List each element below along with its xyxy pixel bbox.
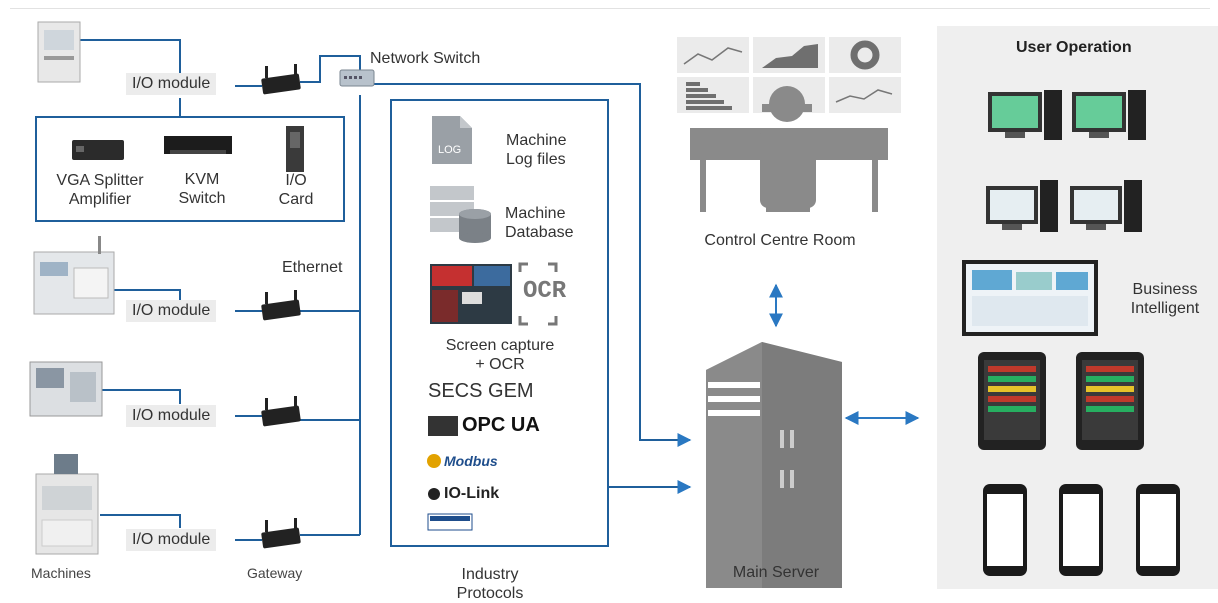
main-server-icon bbox=[706, 342, 842, 588]
log-badge: LOG bbox=[438, 144, 462, 156]
tablet-icon-1 bbox=[978, 352, 1046, 450]
gateway-icon-4 bbox=[261, 518, 301, 549]
switch-to-server-line bbox=[372, 83, 692, 447]
ocr-icon bbox=[518, 262, 558, 326]
main-server-label: Main Server bbox=[732, 564, 820, 581]
io-module-label-4: I/O module bbox=[126, 529, 217, 551]
chart-bars bbox=[686, 82, 732, 110]
machine1-connector bbox=[78, 39, 181, 74]
io-module-label-2: I/O module bbox=[126, 300, 217, 322]
machine-database-label: Machine Database bbox=[505, 205, 574, 242]
ocr-badge: OCR bbox=[523, 278, 567, 305]
gateway-icon-3 bbox=[261, 396, 301, 427]
machine-icon-1 bbox=[37, 21, 81, 83]
screen-capture-image bbox=[430, 264, 512, 324]
vga-splitter-icon bbox=[72, 140, 124, 160]
modbus-logo-icon bbox=[427, 454, 441, 468]
desktop-icon-4 bbox=[1070, 180, 1142, 232]
vga-splitter-label: VGA Splitter Amplifier bbox=[56, 172, 144, 209]
chart-line-1 bbox=[683, 47, 743, 65]
gateway-icon-2 bbox=[261, 290, 301, 321]
kvm-switch-label: KVM Switch bbox=[178, 171, 226, 208]
machine2-connector bbox=[110, 289, 181, 300]
user-operation-title: User Operation bbox=[1016, 39, 1132, 56]
io-link-label: IO-Link bbox=[444, 485, 500, 502]
gateway-label: Gateway bbox=[247, 565, 303, 581]
desktop-icon-2 bbox=[1072, 90, 1146, 140]
chart-donut bbox=[850, 40, 880, 70]
machine-icon-4 bbox=[35, 454, 99, 555]
top-frame-line bbox=[10, 8, 1210, 9]
screen-capture-label: Screen capture + OCR bbox=[445, 337, 555, 374]
phone-icon-1 bbox=[983, 484, 1027, 576]
phone-icon-3 bbox=[1136, 484, 1180, 576]
operator-desk-icon bbox=[690, 86, 888, 212]
io-module-label-1: I/O module bbox=[126, 73, 217, 95]
chart-line-2 bbox=[835, 89, 893, 103]
opc-ua-label: OPC UA bbox=[462, 414, 540, 436]
log-file-icon bbox=[432, 116, 472, 164]
io-card-label: I/O Card bbox=[278, 172, 314, 209]
machine4-connector bbox=[100, 514, 181, 528]
machine3-connector bbox=[100, 389, 181, 404]
control-centre-label: Control Centre Room bbox=[704, 232, 856, 249]
ethernet-label: Ethernet bbox=[282, 259, 343, 276]
network-switch-icon bbox=[339, 69, 375, 87]
bi-dashboard-icon bbox=[962, 260, 1098, 336]
gateway-icon-1 bbox=[261, 64, 301, 95]
tablet-icon-2 bbox=[1076, 352, 1144, 450]
machine-icon-2 bbox=[33, 236, 115, 315]
desktop-icon-3 bbox=[986, 180, 1058, 232]
protocols-box bbox=[390, 99, 609, 547]
machines-label: Machines bbox=[31, 565, 91, 581]
business-intelligent-label: Business Intelligent bbox=[1130, 281, 1200, 318]
modbus-label: Modbus bbox=[444, 453, 498, 469]
chart-area bbox=[762, 44, 818, 68]
secs-gem-label: SECS GEM bbox=[428, 380, 534, 402]
phone-icon-2 bbox=[1059, 484, 1103, 576]
machine-icon-3 bbox=[29, 361, 103, 417]
machine-log-label: Machine Log files bbox=[506, 132, 567, 169]
io-link-logo-icon bbox=[428, 488, 440, 500]
peripherals-box bbox=[35, 116, 345, 222]
io-module-label-3: I/O module bbox=[126, 405, 217, 427]
gateway1-to-switch bbox=[300, 55, 361, 83]
industry-protocols-label: Industry Protocols bbox=[456, 566, 524, 603]
kvm-switch-icon bbox=[164, 136, 232, 154]
network-switch-label: Network Switch bbox=[370, 50, 481, 67]
opc-logo-mark bbox=[428, 416, 458, 436]
io-card-icon bbox=[286, 126, 304, 172]
database-icon bbox=[430, 186, 491, 243]
desktop-icon-1 bbox=[988, 90, 1062, 140]
